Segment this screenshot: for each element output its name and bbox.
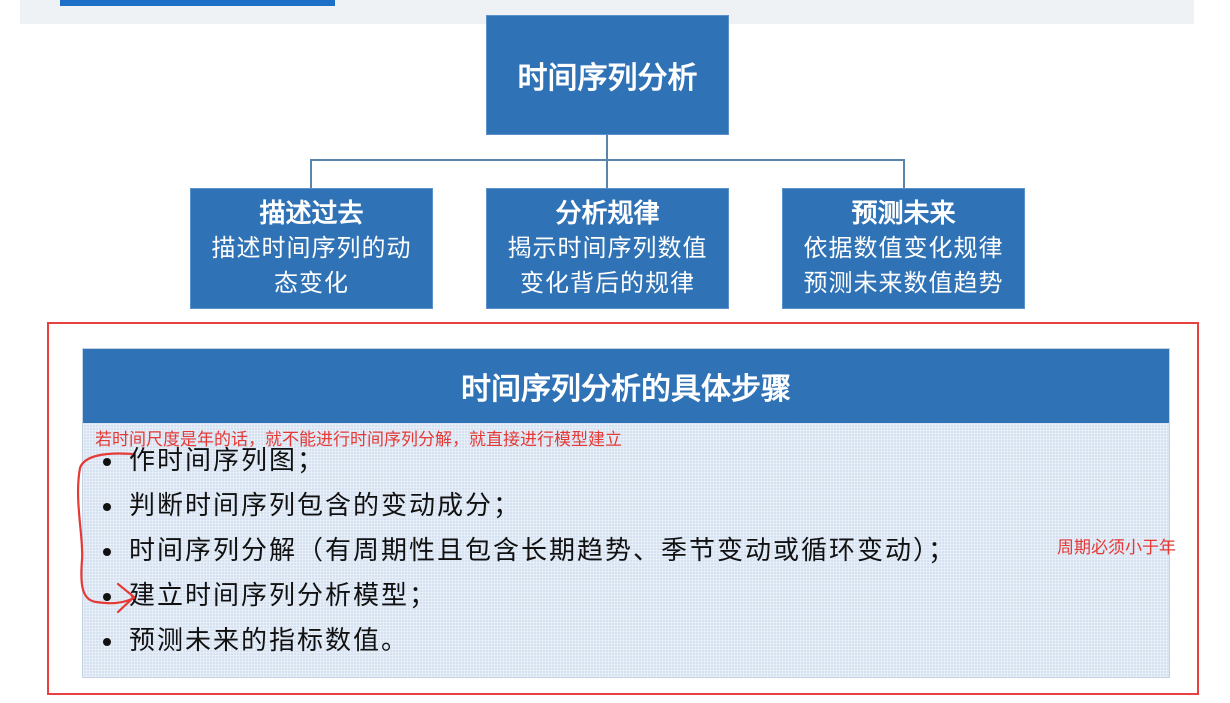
node-desc-line-1: 描述时间序列的动 [211, 234, 412, 262]
connector-right [903, 159, 905, 188]
node-desc-line-1: 揭示时间序列数值 [507, 234, 708, 262]
root-node-label: 时间序列分析 [517, 61, 698, 96]
connector-middle [606, 159, 608, 188]
node-desc-line-1: 依据数值变化规律 [803, 234, 1004, 262]
top-banner-accent [60, 0, 335, 6]
step-text: 时间序列分解（有周期性且包含长期趋势、季节变动或循环变动）； [129, 536, 957, 566]
node-title: 预测未来 [851, 199, 956, 229]
node-describe-past: 描述过去 描述时间序列的动 态变化 [190, 188, 433, 309]
node-desc-line-2: 态变化 [274, 269, 349, 297]
node-desc-line-2: 预测未来数值趋势 [803, 269, 1004, 297]
step-text: 作时间序列图； [129, 446, 326, 476]
list-item: 作时间序列图； [83, 439, 956, 484]
list-item: 预测未来的指标数值。 [83, 619, 956, 664]
step-text: 建立时间序列分析模型； [129, 581, 438, 611]
node-analyze-pattern: 分析规律 揭示时间序列数值 变化背后的规律 [486, 188, 729, 309]
node-desc-line-2: 变化背后的规律 [520, 269, 695, 297]
list-item: 时间序列分解（有周期性且包含长期趋势、季节变动或循环变动）； [83, 529, 956, 574]
node-title: 描述过去 [259, 199, 364, 229]
note-top: 若时间尺度是年的话，就不能进行时间序列分解，就直接进行模型建立 [95, 430, 622, 450]
note-right: 周期必须小于年 [1057, 538, 1176, 558]
step-text: 判断时间序列包含的变动成分； [129, 491, 522, 521]
highlight-frame [47, 322, 1199, 695]
root-node: 时间序列分析 [486, 15, 729, 135]
bullet-icon [103, 638, 111, 646]
steps-title: 时间序列分析的具体步骤 [83, 349, 1169, 423]
steps-list: 作时间序列图； 判断时间序列包含的变动成分； 时间序列分解（有周期性且包含长期趋… [83, 439, 956, 664]
connector-left [310, 159, 312, 188]
steps-panel: 时间序列分析的具体步骤 作时间序列图； 判断时间序列包含的变动成分； 时间序列分… [82, 348, 1170, 678]
connector-trunk [606, 135, 608, 160]
node-title: 分析规律 [555, 199, 660, 229]
step-text: 预测未来的指标数值。 [129, 626, 410, 656]
node-forecast-future: 预测未来 依据数值变化规律 预测未来数值趋势 [782, 188, 1025, 309]
list-item: 建立时间序列分析模型； [83, 574, 956, 619]
